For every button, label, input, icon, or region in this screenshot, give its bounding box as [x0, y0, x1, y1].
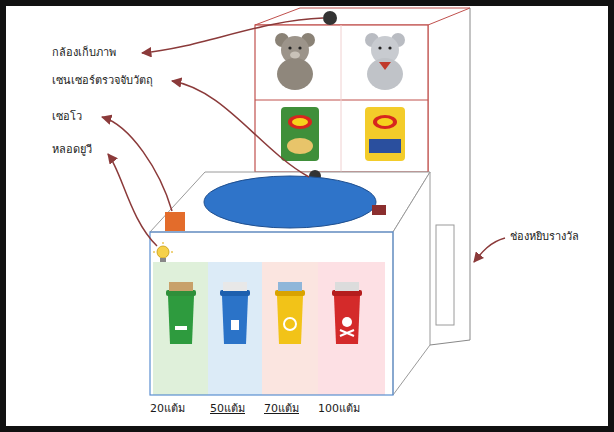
point-value: 20แต้ม [150, 402, 185, 416]
point-value: 100แต้ม [318, 402, 360, 416]
part-label: เซอโว [52, 110, 82, 124]
point-value: 70แต้ม [264, 402, 299, 416]
point-value: 50แต้ม [210, 402, 245, 416]
part-label: เซนเซอร์ตรวจจับวัตถุ [52, 74, 153, 88]
part-label: ช่องหยิบรางวัล [510, 230, 579, 244]
part-label: กล้องเก็บภาพ [52, 46, 116, 60]
part-label: หลอดยูวี [52, 143, 92, 157]
